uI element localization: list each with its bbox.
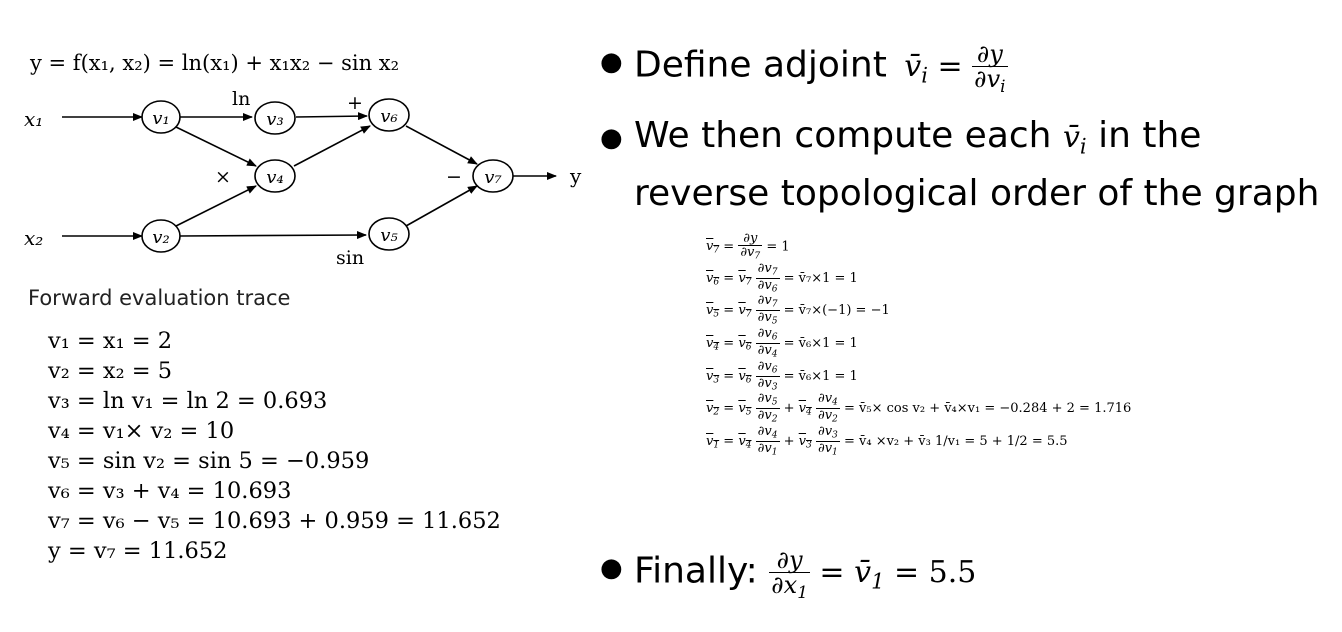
trace-line: v₆ = v₃ + v₄ = 10.693: [48, 478, 292, 504]
node-v3: [254, 101, 296, 135]
function-definition: y = f(x₁, x₂) = ln(x₁) + x₁x₂ − sin x₂: [29, 51, 399, 75]
op-label-sin: sin: [336, 247, 364, 269]
trace-line: v₅ = sin v₂ = sin 5 = −0.959: [48, 448, 370, 474]
node-label-v7: v₇: [484, 167, 501, 188]
input-x1: x₁: [24, 107, 43, 131]
adjoint-eq-v1: v1 = v4 ∂v4∂v1 + v3 ∂v3∂v1 = v̄₄ ×v₂ + v…: [706, 423, 1068, 458]
node-label-v3: v₃: [266, 109, 283, 130]
bullet-dot: ●: [600, 123, 623, 153]
bullet-text: Finally: ∂y∂x1 = v̄1 = 5.5: [634, 546, 977, 603]
final-result-math: ∂y∂x1 = v̄1 = 5.5: [769, 546, 977, 603]
trace-line: v₁ = x₁ = 2: [48, 328, 173, 354]
bullet-dot: ●: [600, 553, 623, 583]
trace-line: v₇ = v₆ − v₅ = 10.693 + 0.959 = 11.652: [48, 508, 501, 534]
input-x2: x₂: [24, 226, 43, 250]
edge-v1-v4: [175, 126, 257, 167]
node-label-v6: v₆: [380, 106, 397, 127]
adjoint-symbol: v̄i: [1062, 120, 1087, 159]
node-v7: [472, 159, 514, 193]
adjoint-eq-v2: v2 = v5 ∂v5∂v2 + v4 ∂v4∂v2 = v̄₅× cos v₂…: [706, 391, 1132, 425]
trace-line: y = v₇ = 11.652: [48, 538, 228, 564]
adjoint-equations: v7 = ∂y∂v7 = 1 v6 = v7 ∂v7∂v6 = v̄₇×1 = …: [706, 232, 1131, 458]
edge-v2-v4: [175, 185, 257, 227]
node-label-v1: v₁: [152, 108, 169, 129]
op-label-ln: ln: [232, 88, 250, 110]
adjoint-eq-v4: v4 = v6 ∂v6∂v4 = v̄₆×1 = 1: [706, 326, 858, 360]
op-label-minus: −: [446, 166, 462, 188]
adjoint-eq-v5: v5 = v7 ∂v7∂v5 = v̄₇×(−1) = −1: [706, 293, 890, 327]
edge-v5-v7: [405, 185, 478, 227]
op-label-plus: +: [347, 92, 363, 114]
trace-line: v₃ = ln v₁ = ln 2 = 0.693: [48, 388, 328, 414]
bullet-dot: ●: [600, 47, 623, 77]
output-y: y: [569, 164, 582, 188]
graph-nodes: [141, 98, 514, 253]
adjoint-eq-v6: v6 = v7 ∂v7∂v6 = v̄₇×1 = 1: [706, 260, 858, 295]
node-v4: [254, 159, 296, 193]
adjoint-eq-v3: v3 = v6 ∂v6∂v3 = v̄₆×1 = 1: [706, 358, 858, 393]
op-label-times: ×: [215, 166, 231, 188]
computational-graph: y = f(x₁, x₂) = ln(x₁) + x₁x₂ − sin x₂ v…: [24, 51, 582, 269]
node-v2: [141, 219, 181, 253]
node-v5: [368, 217, 410, 251]
graph-edges: [62, 112, 557, 240]
bullet-text-line1: We then compute each v̄i in the: [634, 115, 1202, 159]
edge-v4-v6: [293, 125, 371, 167]
trace-line: v₂ = x₂ = 5: [48, 358, 173, 384]
bullet-text: Define adjoint v̄i = ∂y∂vi: [634, 40, 1008, 97]
adjoint-definition-math: v̄i = ∂y∂vi: [904, 40, 1008, 97]
node-v6: [368, 98, 410, 132]
bullet-text-line2: reverse topological order of the graph: [634, 173, 1320, 214]
node-v1: [141, 100, 181, 134]
node-label-v4: v₄: [266, 167, 283, 188]
trace-line: v₄ = v₁× v₂ = 10: [48, 418, 235, 444]
edge-v3-v6: [295, 112, 368, 121]
trace-title: Forward evaluation trace: [28, 286, 291, 310]
edge-v2-v5: [179, 231, 367, 240]
edge-v6-v7: [405, 125, 478, 165]
node-label-v5: v₅: [380, 225, 397, 246]
node-label-v2: v₂: [152, 227, 169, 248]
trace-list: v₁ = x₁ = 2 v₂ = x₂ = 5 v₃ = ln v₁ = ln …: [48, 326, 501, 566]
adjoint-eq-v7: v7 = ∂y∂v7 = 1: [706, 231, 790, 262]
